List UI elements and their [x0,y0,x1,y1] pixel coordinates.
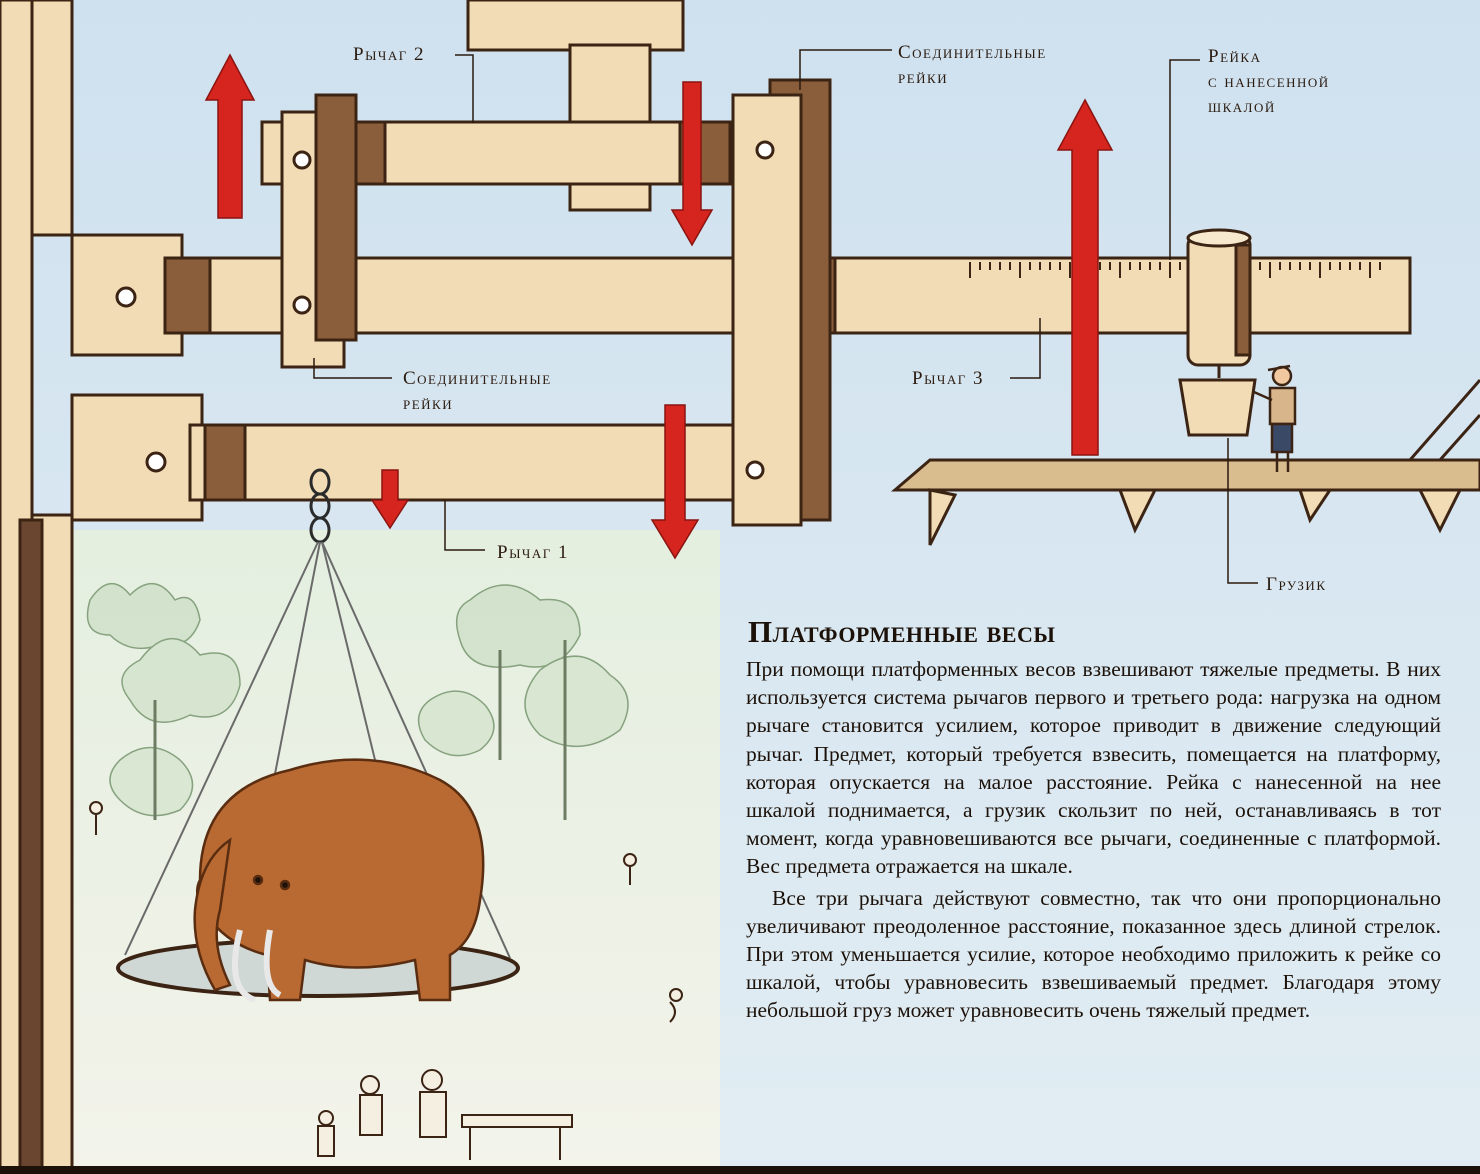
label-scale-rail: Рейка с нанесенной шкалой [1208,44,1330,119]
article-body: При помощи платформенных весов взвешиваю… [746,655,1441,1025]
label-connecting-rails-top: Соединительные рейки [898,40,1047,90]
mammoth-icon [195,760,484,1000]
article-paragraph-1: При помощи платформенных весов взвешиваю… [746,655,1441,881]
scale-weight-icon [1180,230,1255,435]
label-lever-2: Рычаг 2 [353,42,425,67]
wall-frame [0,0,72,1174]
label-lever-1: Рычаг 1 [497,540,569,565]
article-title: Платформенные весы [748,614,1055,650]
label-weight: Грузик [1266,572,1327,597]
connecting-rail-right [733,80,830,525]
bottom-border [0,1166,1480,1174]
label-lever-3: Рычаг 3 [912,366,984,391]
connecting-rail-left [282,95,356,367]
label-connecting-rails-mid: Соединительные рейки [403,366,552,416]
article-paragraph-2: Все три рычага действуют совместно, так … [746,884,1441,1025]
